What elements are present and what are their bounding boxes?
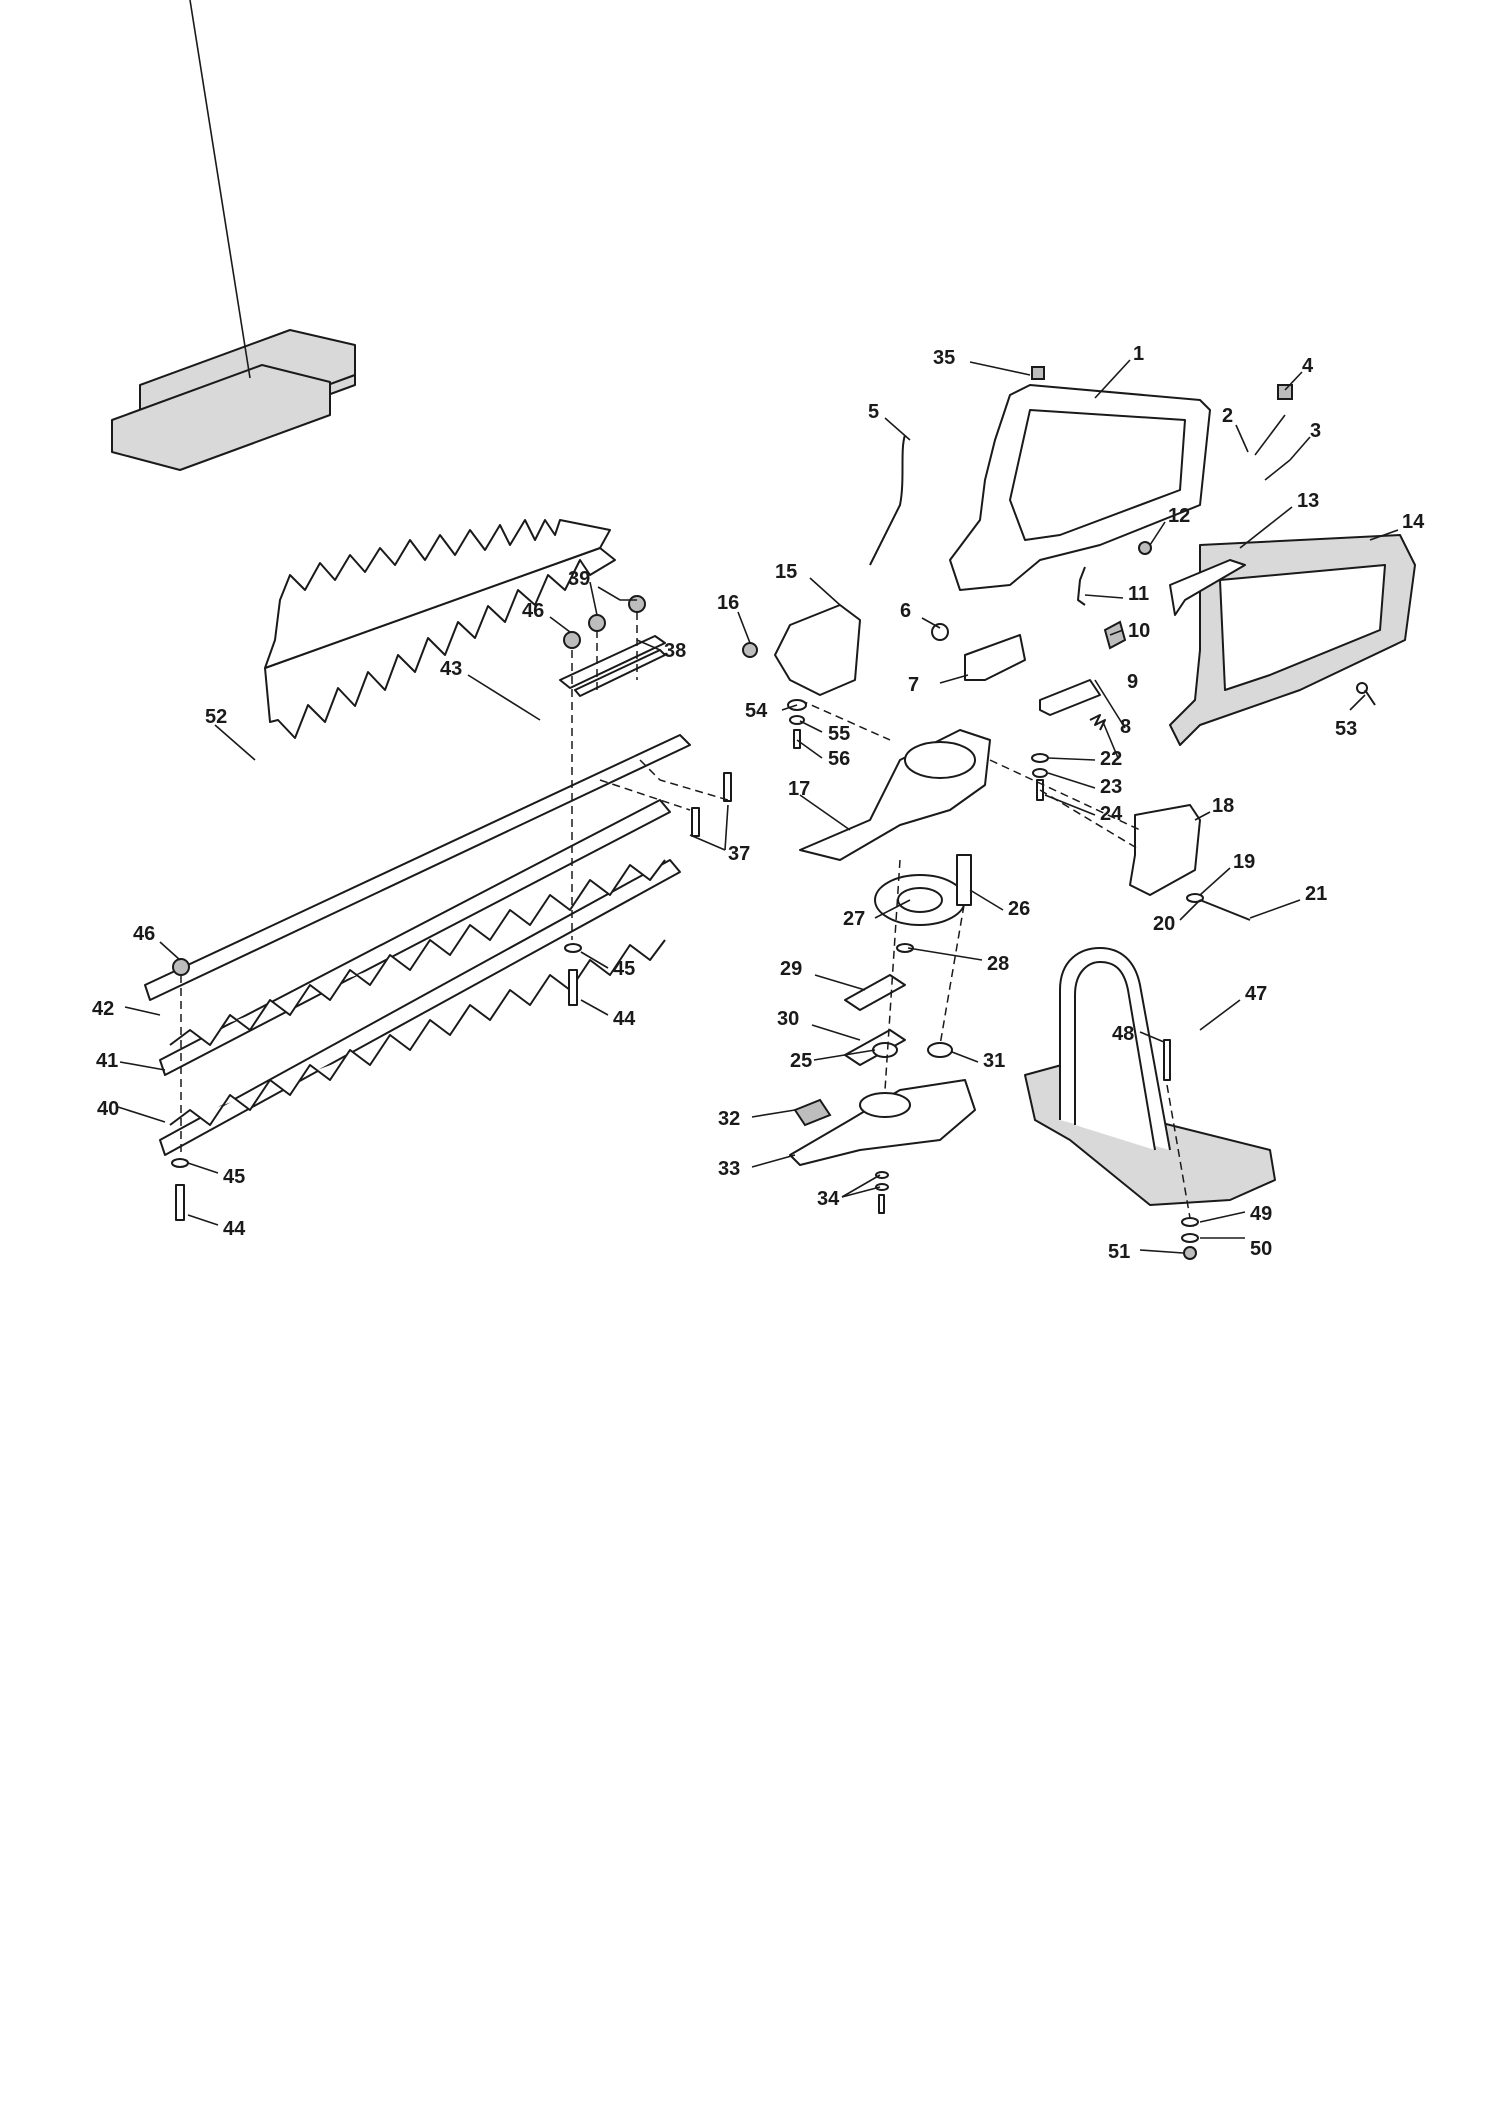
callout-29: 29: [780, 958, 802, 980]
callout-17: 17: [788, 778, 810, 800]
callout-31: 31: [983, 1050, 1005, 1072]
callout-8: 8: [1120, 716, 1131, 738]
callout-46b: 46: [133, 923, 155, 945]
callout-49: 49: [1250, 1203, 1272, 1225]
part-wires: [869, 384, 1293, 566]
callout-42: 42: [92, 998, 114, 1020]
callout-25: 25: [790, 1050, 812, 1072]
callout-47: 47: [1245, 983, 1267, 1005]
callout-51: 51: [1108, 1241, 1130, 1263]
part-blade-bars: [144, 734, 691, 1156]
callout-21: 21: [1305, 883, 1327, 905]
callout-45a: 45: [613, 958, 635, 980]
part-bearings: [872, 1042, 953, 1058]
callout-19: 19: [1233, 851, 1255, 873]
part-small-cap: [1031, 366, 1045, 380]
callout-48: 48: [1112, 1023, 1134, 1045]
callout-28: 28: [987, 953, 1009, 975]
callout-18: 18: [1212, 795, 1234, 817]
callout-37: 37: [728, 843, 750, 865]
callout-5: 5: [868, 401, 879, 423]
part-gear: [874, 854, 972, 953]
callout-56: 56: [828, 748, 850, 770]
callout-32: 32: [718, 1108, 740, 1130]
callout-41: 41: [96, 1050, 118, 1072]
part-trigger-assembly: [1077, 541, 1246, 650]
part-rear-handle-frame: [949, 384, 1211, 591]
callout-33: 33: [718, 1158, 740, 1180]
callout-24: 24: [1100, 803, 1123, 825]
callout-4: 4: [1302, 355, 1314, 377]
callout-20: 20: [1153, 913, 1175, 935]
callout-43: 43: [440, 658, 462, 680]
callout-45b: 45: [223, 1166, 245, 1188]
part-side-plate: [1129, 804, 1201, 896]
callout-leaders: [117, 359, 1399, 1254]
part-switch-parts: [931, 623, 1106, 731]
callout-16: 16: [717, 592, 739, 614]
callout-30: 30: [777, 1008, 799, 1030]
callout-6: 6: [900, 600, 911, 622]
callout-11: 11: [1128, 583, 1149, 605]
callout-3: 3: [1310, 420, 1321, 442]
part-gearbox: [799, 729, 991, 861]
callout-35: 35: [933, 347, 955, 369]
callout-26: 26: [1008, 898, 1030, 920]
callout-44a: 44: [613, 1008, 636, 1030]
callout-10: 10: [1128, 620, 1150, 642]
callout-46a: 46: [522, 600, 544, 622]
callout-53: 53: [1335, 718, 1357, 740]
callout-1: 1: [1133, 343, 1144, 365]
part-housing-cover: [1169, 534, 1416, 746]
callout-22: 22: [1100, 748, 1122, 770]
callout-23: 23: [1100, 776, 1122, 798]
callout-15: 15: [775, 561, 797, 583]
part-upper-blade: [264, 519, 616, 739]
callout-39: 39: [568, 568, 590, 590]
callout-52: 52: [205, 706, 227, 728]
callout-labels: 1 2 3 4 5 6 7 8 9 10 11 12 13 14 15 16 1…: [92, 343, 1425, 1263]
part-gear-housing-upper: [774, 604, 861, 696]
callout-34: 34: [817, 1188, 840, 1210]
callout-13: 13: [1297, 490, 1319, 512]
callout-9: 9: [1127, 671, 1138, 693]
part-base-plate: [789, 1079, 976, 1214]
callout-27: 27: [843, 908, 865, 930]
part-blade-guard: [111, 0, 356, 471]
part-bolt-washer: [1186, 893, 1251, 921]
callout-12: 12: [1168, 505, 1190, 527]
callout-50: 50: [1250, 1238, 1272, 1260]
callout-54: 54: [745, 700, 768, 722]
part-screw: [1356, 682, 1376, 706]
callout-2: 2: [1222, 405, 1233, 427]
callout-55: 55: [828, 723, 850, 745]
assembly-lines: [180, 612, 1191, 1219]
callout-40: 40: [97, 1098, 119, 1120]
callout-7: 7: [908, 674, 919, 696]
callout-38: 38: [664, 640, 686, 662]
callout-44b: 44: [223, 1218, 246, 1240]
part-front-handle: [1024, 947, 1276, 1206]
callout-14: 14: [1402, 511, 1425, 533]
part-handle-fasteners: [1163, 1039, 1199, 1260]
